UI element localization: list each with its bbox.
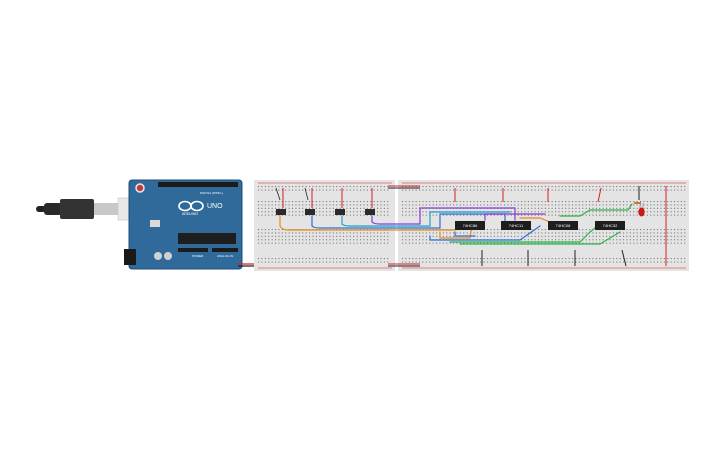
breadboard-right[interactable] [398,180,689,271]
analog-header[interactable] [212,248,238,252]
digital-label: DIGITAL (PWM~) [200,191,223,195]
chip-label: 74HC08 [556,223,571,228]
power-rails [258,182,686,269]
chip-label: 74HC11 [509,223,524,228]
ic-chip-74hc32[interactable]: 74HC32 [595,221,625,230]
ic-chip-74hc86[interactable]: 74HC86 [455,221,485,230]
red-led[interactable] [638,203,645,217]
capacitor [164,252,172,260]
arduino-uno-board[interactable]: DIGITAL (PWM~) UNO ARDUINO POWER ANALOG … [124,179,243,270]
push-button[interactable] [365,209,375,215]
usb-cable[interactable] [36,197,145,221]
ic-chip-74hc08[interactable]: 74HC08 [548,221,578,230]
power-label: POWER [192,254,204,258]
power-header[interactable] [178,248,208,252]
power-jack [124,249,136,265]
rail-bridge-wires[interactable] [388,185,420,267]
arduino-model: UNO [207,203,223,210]
chip-label: 74HC32 [603,223,618,228]
reset-button[interactable] [135,183,145,193]
arduino-logo-icon [178,200,204,212]
signal-wires[interactable] [279,203,633,245]
crystal [150,220,160,227]
push-button[interactable] [305,209,315,215]
ic-chip-74hc11[interactable]: 74HC11 [501,221,531,230]
push-button[interactable] [276,209,286,215]
chip-label: 74HC86 [463,223,478,228]
pull-wires[interactable] [275,187,373,208]
capacitor [154,252,162,260]
analog-label: ANALOG IN [217,254,233,258]
digital-header[interactable] [158,182,238,187]
atmega-chip [178,233,236,244]
push-button[interactable] [335,209,345,215]
arduino-brand: ARDUINO [182,212,198,216]
jumper-wires[interactable] [454,186,667,267]
